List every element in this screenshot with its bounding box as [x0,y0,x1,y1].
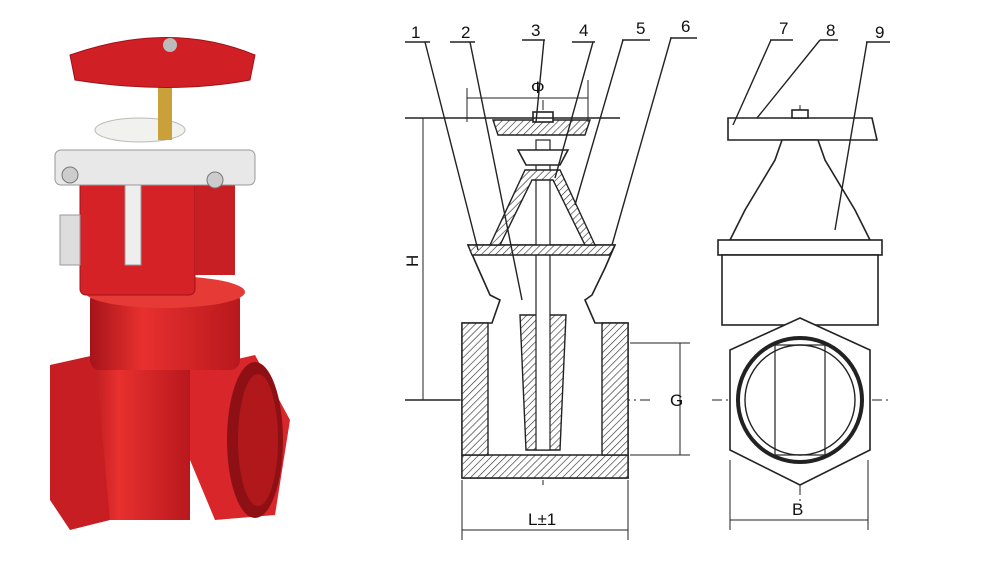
callout-5: 5 [636,19,645,38]
callout-1: 1 [411,23,420,42]
callout-8: 8 [826,21,835,40]
callout-7: 7 [779,19,788,38]
callout-4: 4 [579,21,588,40]
dim-h-label: H [403,255,422,267]
side-view: B [712,105,890,530]
callout-2: 2 [461,23,470,42]
callout-9: 9 [875,23,884,42]
valve-photo [50,37,290,530]
dim-g-label: G [670,391,683,410]
callout-3: 3 [531,21,540,40]
dim-phi-label: Φ [531,78,545,97]
section-view: H Φ G L±1 [403,78,690,540]
dim-b-label: B [792,500,803,519]
callout-6: 6 [681,17,690,36]
callouts: 1 2 3 4 5 6 7 8 9 [405,17,890,301]
dim-l-label: L±1 [528,510,556,529]
